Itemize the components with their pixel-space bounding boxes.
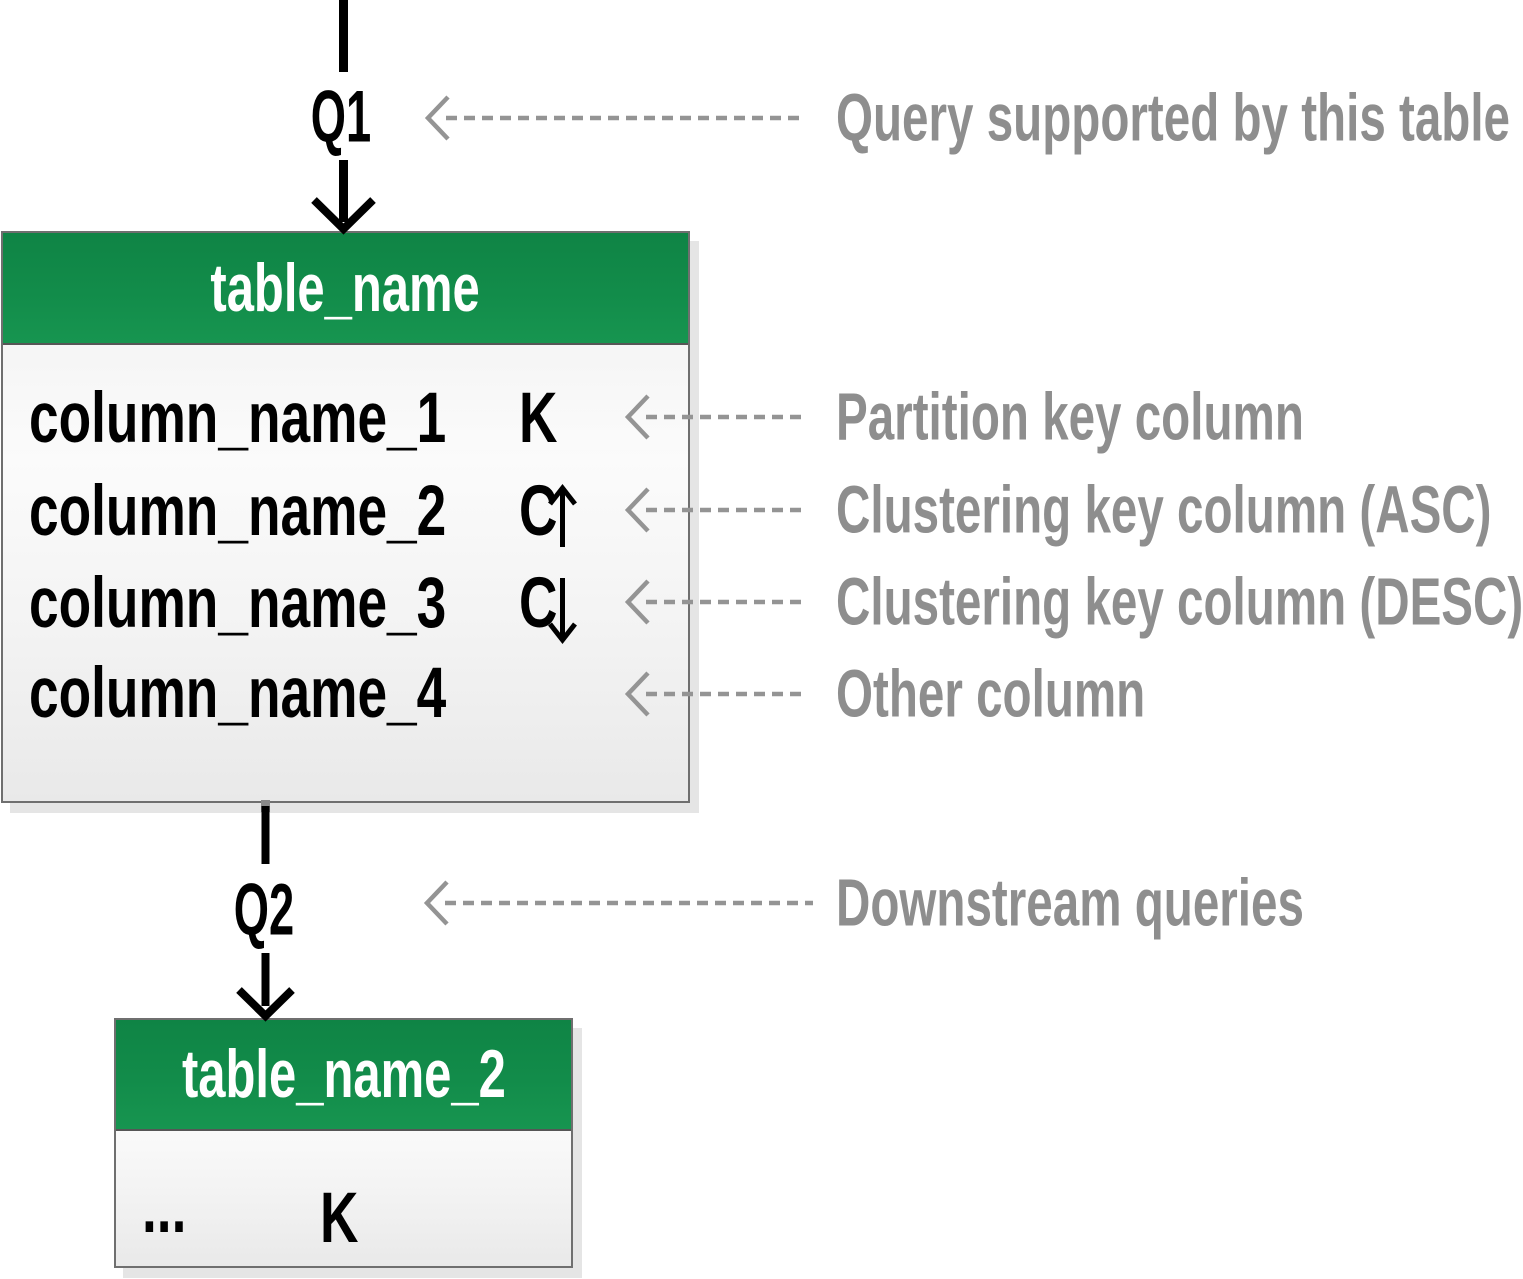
table-card-1: table_name column_name_1 K column_name_2…: [1, 231, 690, 803]
column-name: column_name_2: [29, 472, 447, 551]
table-card-2: table_name_2 ... K: [114, 1018, 573, 1268]
partition-key-marker: K: [320, 1179, 359, 1258]
column-name: column_name_1: [29, 379, 447, 458]
query-label-q1: Q1: [310, 76, 372, 158]
clustering-key-marker-asc: C: [519, 472, 558, 551]
column-name: column_name_3: [29, 564, 447, 643]
partition-key-marker: K: [519, 379, 558, 458]
left-chevron-icon: [624, 394, 650, 440]
ellipsis-columns: ...: [142, 1169, 187, 1248]
annotation-clustering-desc: Clustering key column (DESC): [836, 564, 1523, 640]
left-chevron-icon: [624, 671, 650, 717]
left-chevron-icon: [624, 579, 650, 625]
left-chevron-icon: [424, 95, 450, 141]
table-1-header: table_name: [3, 233, 688, 345]
query-label-q2: Q2: [233, 869, 295, 951]
clustering-asc-arrow-icon: [548, 483, 577, 547]
table-row: column_name_2 C: [3, 466, 688, 558]
q1-down-arrowhead-icon: [311, 197, 376, 235]
annotation-other-column: Other column: [836, 656, 1146, 732]
annotation-query-supported: Query supported by this table: [836, 80, 1511, 156]
annotation-clustering-asc: Clustering key column (ASC): [836, 472, 1492, 548]
dashed-arrow-clustering-asc: [624, 487, 802, 533]
left-chevron-icon: [624, 487, 650, 533]
dashed-arrow-partition-key: [624, 394, 802, 440]
annotation-partition-key: Partition key column: [836, 379, 1304, 455]
table-1-title: table_name: [210, 250, 481, 326]
clustering-desc-arrow-icon: [548, 578, 577, 645]
annotation-downstream-queries: Downstream queries: [836, 865, 1304, 941]
dashed-arrow-query-supported: [424, 95, 800, 141]
table-row: column_name_1 K: [3, 373, 688, 465]
table-row: ... K: [116, 1169, 571, 1265]
table-2-title: table_name_2: [181, 1036, 506, 1112]
left-chevron-icon: [423, 880, 449, 926]
dashed-arrow-other-column: [624, 671, 802, 717]
dashed-arrow-downstream-queries: [423, 880, 813, 926]
table-2-header: table_name_2: [116, 1020, 571, 1131]
clustering-key-marker-desc: C: [519, 564, 558, 643]
q2-down-arrowhead-icon: [236, 987, 295, 1022]
dashed-arrow-clustering-desc: [624, 579, 802, 625]
table-row: column_name_3 C: [3, 558, 688, 650]
column-name: column_name_4: [29, 654, 447, 733]
table-row: column_name_4: [3, 648, 688, 740]
